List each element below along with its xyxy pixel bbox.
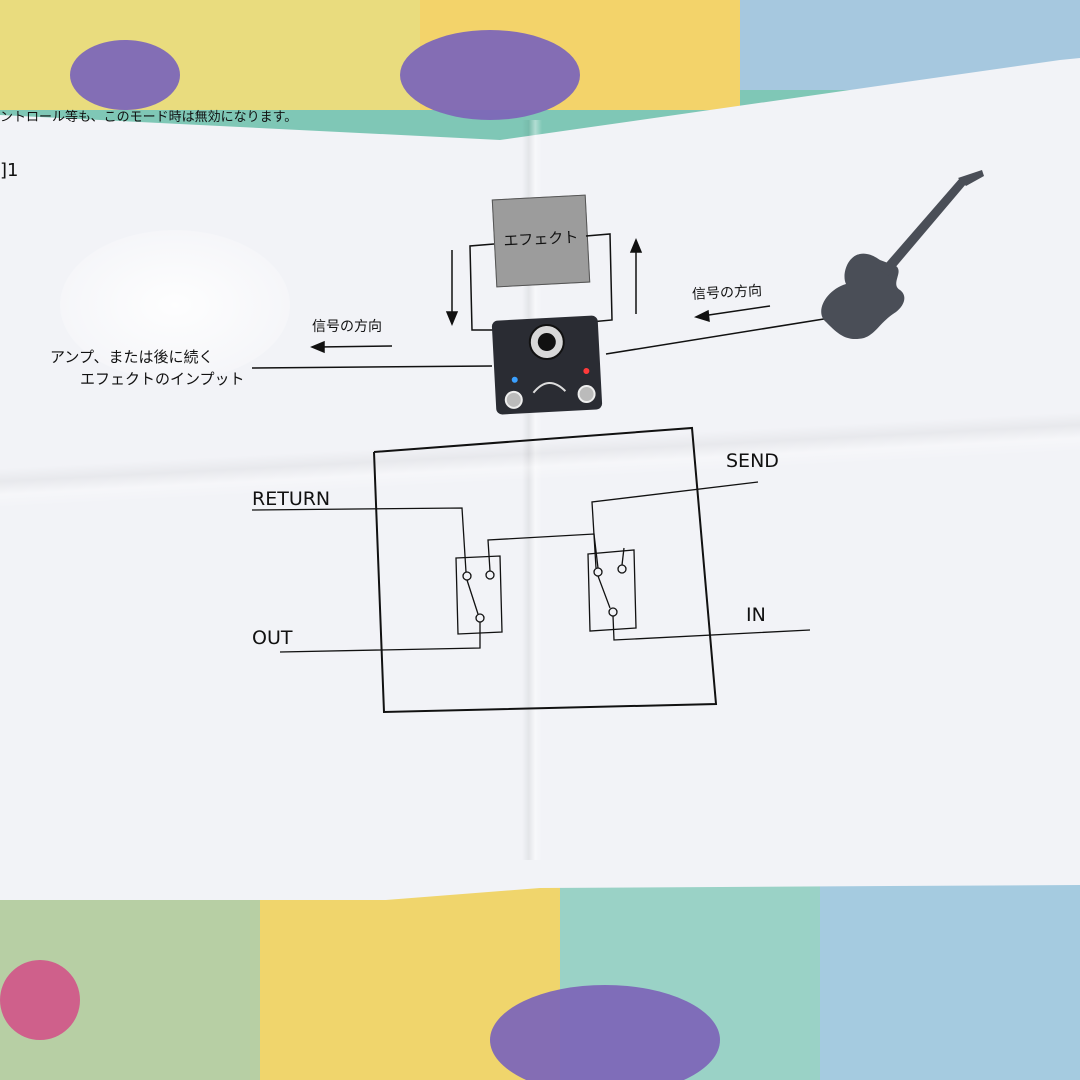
cloth-flower: [0, 960, 80, 1040]
return-label: RETURN: [252, 488, 331, 510]
guitar-cable: [605, 317, 831, 355]
out-label: OUT: [252, 627, 293, 649]
amp-label-line2: エフェクトのインプット: [80, 370, 245, 388]
bridge-line: [487, 533, 599, 572]
send-wire: [469, 243, 498, 331]
out-line: [279, 622, 481, 653]
paper-fold-vertical: [522, 120, 542, 860]
figure-label: ]1: [0, 160, 19, 181]
send-label: SEND: [726, 450, 779, 472]
in-line: [612, 615, 811, 641]
return-wire: [585, 233, 613, 323]
in-label: IN: [746, 604, 766, 626]
right-switch: [587, 549, 637, 632]
output-cable: [251, 365, 493, 369]
cloth-flower: [70, 40, 180, 110]
cloth-flower: [490, 985, 720, 1080]
cloth-patch: [0, 0, 420, 110]
signal-direction-left: 信号の方向: [312, 319, 382, 335]
header-note: ントロール等も、このモード時は無効になります。: [0, 110, 298, 125]
light-glare: [60, 230, 290, 380]
arrow-left-icon: [310, 340, 393, 354]
arrow-down-icon: [445, 250, 459, 326]
cloth-flower: [400, 30, 580, 120]
schematic-enclosure: [373, 426, 718, 714]
arrow-up-icon: [629, 238, 643, 314]
guitar-icon: [821, 170, 984, 340]
return-line: [251, 507, 467, 573]
arrow-left-icon: [693, 305, 771, 323]
pedal-icon: [491, 315, 603, 415]
cloth-patch: [820, 870, 1080, 1080]
amp-label-line1: アンプ、または後に続く: [50, 348, 214, 366]
left-switch: [455, 555, 503, 635]
send-line: [591, 481, 759, 569]
